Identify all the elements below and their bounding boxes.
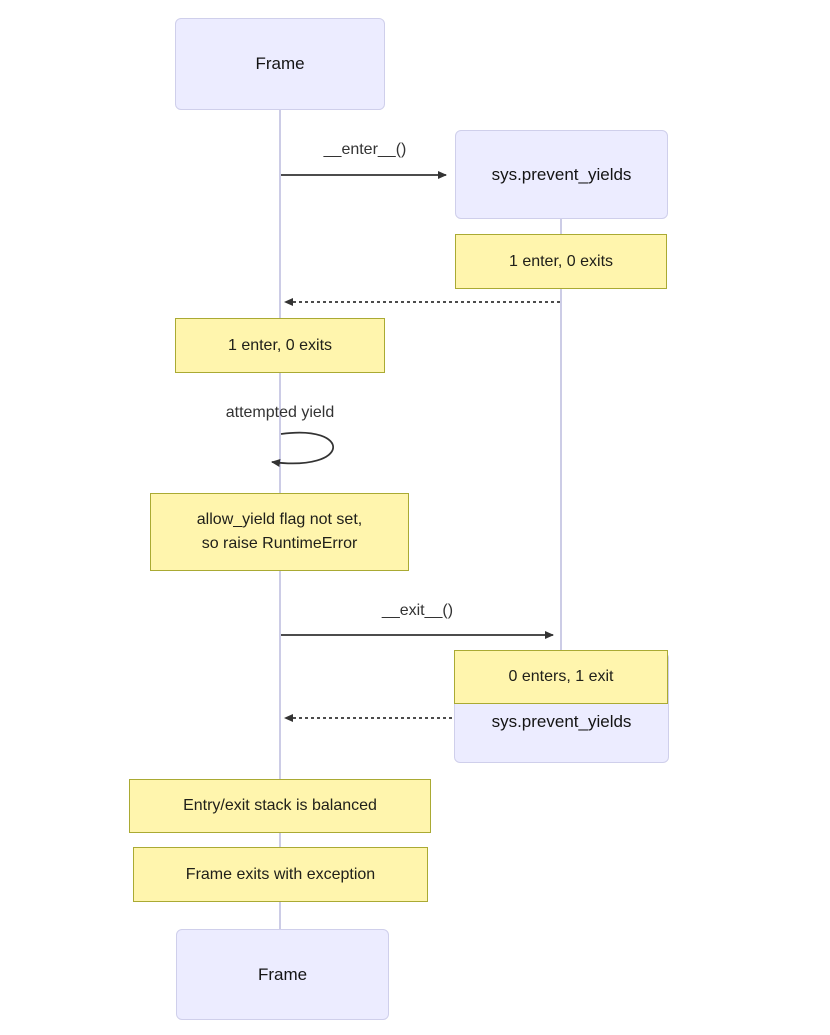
- note-stack-balanced-text: Entry/exit stack is balanced: [183, 797, 377, 814]
- note-frame-after-enter: 1 enter, 0 exits: [175, 318, 385, 373]
- note-frame-after-enter-text: 1 enter, 0 exits: [227, 336, 333, 354]
- actor-sys-prevent-yields: sys.prevent_yields: [455, 130, 668, 219]
- note-sys-after-enter-text: 1 enter, 0 exits: [508, 252, 614, 270]
- note-frame-exits: Frame exits with exception: [133, 847, 428, 902]
- note-raise-line-2: so raise RuntimeError: [201, 535, 358, 552]
- note-stack-balanced: Entry/exit stack is balanced: [129, 779, 431, 833]
- note-sys-after-exit-text: 0 enters, 1 exit: [508, 668, 614, 685]
- actor-frame-top: Frame: [175, 18, 385, 110]
- actor-sys-prevent-yields-label: sys.prevent_yields: [491, 164, 632, 184]
- enter-message-label: __enter__(): [323, 141, 407, 158]
- note-sys-after-enter: 1 enter, 0 exits: [455, 234, 667, 289]
- actor-sys-prevent-yields-end-label: sys.prevent_yields: [491, 712, 632, 731]
- note-frame-exits-text: Frame exits with exception: [185, 865, 376, 883]
- lifeline-sys-prevent-yields: [560, 219, 562, 763]
- note-raise-runtime-error: allow_yield flag not set, so raise Runti…: [150, 493, 409, 571]
- actor-frame-bottom-label: Frame: [257, 964, 308, 984]
- actor-frame-bottom: Frame: [176, 929, 389, 1020]
- note-sys-after-exit: 0 enters, 1 exit: [454, 650, 668, 704]
- self-loop-arrow: [271, 431, 334, 467]
- exit-message-label: __exit__(): [381, 602, 454, 619]
- self-loop-label: attempted yield: [225, 404, 335, 421]
- note-raise-line-1: allow_yield flag not set,: [196, 511, 363, 528]
- actor-frame-top-label: Frame: [255, 54, 305, 73]
